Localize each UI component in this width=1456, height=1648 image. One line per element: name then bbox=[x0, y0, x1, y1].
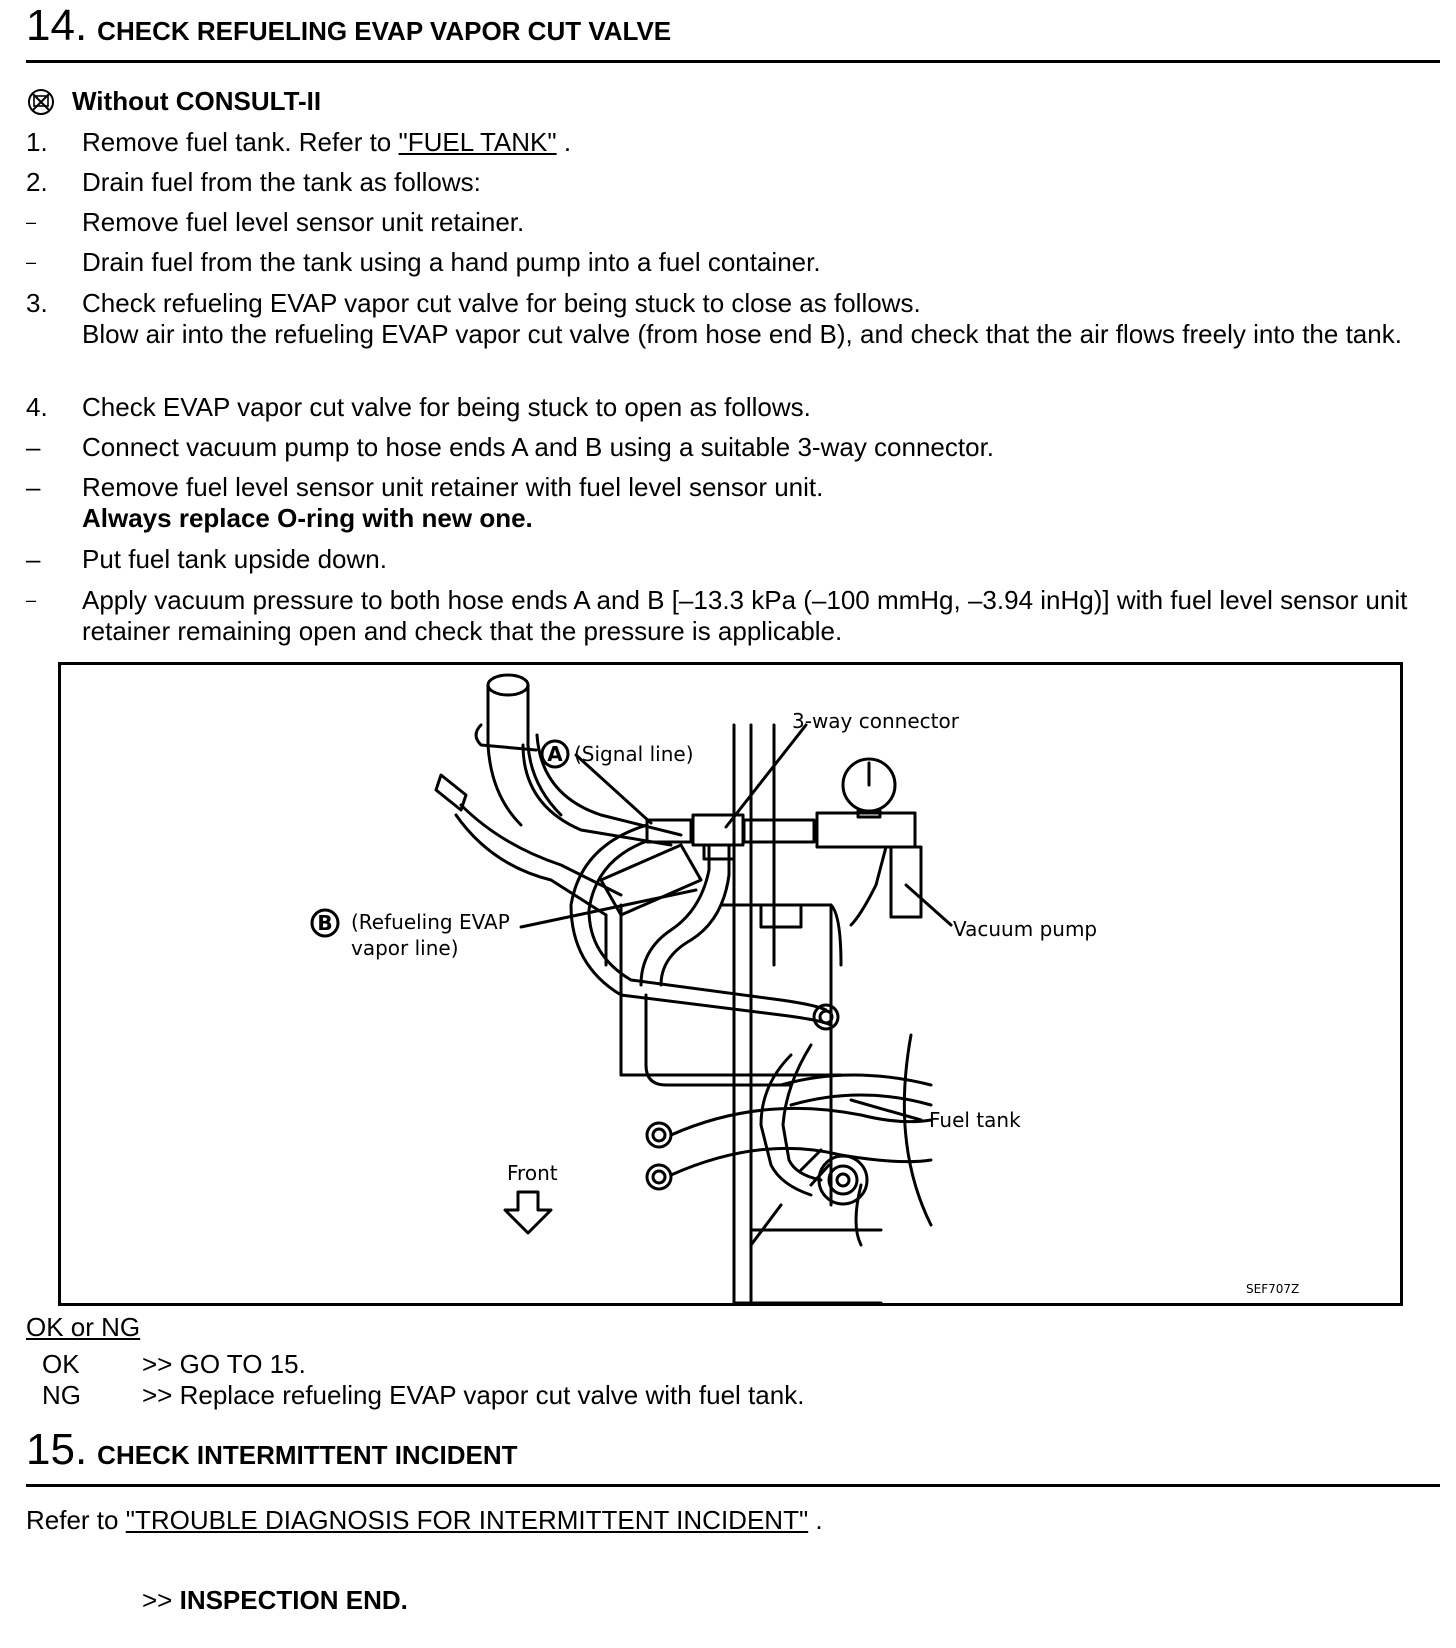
step-number: 14. bbox=[26, 1, 88, 50]
list-item: 2. Drain fuel from the tank as follows: bbox=[26, 167, 1440, 198]
result-ng-row: NG >> Replace refueling EVAP vapor cut v… bbox=[42, 1380, 804, 1411]
label-refueling-evap-line1: (Refueling EVAP bbox=[351, 910, 510, 934]
caution-text: Always replace O-ring with new one. bbox=[82, 503, 533, 533]
inspection-end: >> INSPECTION END. bbox=[142, 1585, 408, 1616]
item-marker: 2. bbox=[26, 167, 48, 197]
intermittent-incident-link[interactable]: "TROUBLE DIAGNOSIS FOR INTERMITTENT INCI… bbox=[125, 1505, 809, 1535]
item-marker: – bbox=[26, 212, 37, 232]
list-item: 3. Check refueling EVAP vapor cut valve … bbox=[26, 288, 1440, 350]
list-item: 1. Remove fuel tank. Refer to "FUEL TANK… bbox=[26, 127, 1440, 158]
item-text: Check EVAP vapor cut valve for being stu… bbox=[82, 392, 811, 422]
refer-line: Refer to "TROUBLE DIAGNOSIS FOR INTERMIT… bbox=[26, 1505, 823, 1536]
item-text-part: . bbox=[556, 127, 572, 157]
item-marker: 4. bbox=[26, 392, 48, 422]
item-text: Drain fuel from the tank as follows: bbox=[82, 167, 481, 197]
item-marker: 1. bbox=[26, 127, 48, 157]
label-signal-line: (Signal line) bbox=[574, 742, 694, 766]
mode-heading: Without CONSULT-II bbox=[26, 86, 321, 117]
figure-code: SEF707Z bbox=[1246, 1282, 1299, 1296]
vacuum-test-diagram: A B (Signal line) 3-way connector (Refue… bbox=[58, 662, 1403, 1306]
list-item: 4. Check EVAP vapor cut valve for being … bbox=[26, 392, 1440, 423]
label-a-marker: A bbox=[540, 739, 570, 769]
label-a-letter: A bbox=[547, 742, 563, 766]
no-consult-icon bbox=[28, 88, 54, 115]
list-item: – Put fuel tank upside down. bbox=[26, 544, 1440, 575]
result-heading: OK or NG bbox=[26, 1312, 141, 1342]
list-item: – Connect vacuum pump to hose ends A and… bbox=[26, 432, 1440, 463]
list-item: – Remove fuel level sensor unit retainer… bbox=[26, 472, 1440, 534]
refer-text: . bbox=[808, 1505, 823, 1535]
result-ng-label: NG bbox=[42, 1380, 81, 1410]
list-item: – Remove fuel level sensor unit retainer… bbox=[26, 207, 1440, 238]
item-text-line: Check refueling EVAP vapor cut valve for… bbox=[82, 288, 921, 318]
label-3-way-connector: 3-way connector bbox=[792, 709, 960, 733]
refer-text: Refer to bbox=[26, 1505, 126, 1535]
label-fuel-tank: Fuel tank bbox=[929, 1108, 1021, 1132]
label-b-marker: B bbox=[310, 908, 340, 938]
item-marker: – bbox=[26, 544, 41, 574]
list-item: – Drain fuel from the tank using a hand … bbox=[26, 247, 1440, 278]
item-marker: – bbox=[26, 472, 41, 502]
step-15-header: 15. CHECK INTERMITTENT INCIDENT bbox=[26, 1428, 518, 1476]
result-ok-row: OK >> GO TO 15. bbox=[42, 1349, 306, 1380]
item-text-part: Remove fuel tank. Refer to bbox=[82, 127, 399, 157]
step-title: CHECK REFUELING EVAP VAPOR CUT VALVE bbox=[97, 16, 672, 46]
item-text: Connect vacuum pump to hose ends A and B… bbox=[82, 432, 995, 462]
item-marker: – bbox=[26, 432, 41, 462]
mode-heading-text: Without CONSULT-II bbox=[72, 86, 322, 116]
diagram-illustration: A B (Signal line) 3-way connector (Refue… bbox=[310, 673, 1299, 1303]
item-text: Drain fuel from the tank using a hand pu… bbox=[82, 247, 821, 277]
item-marker: – bbox=[26, 252, 37, 272]
item-text: Check refueling EVAP vapor cut valve for… bbox=[82, 288, 1440, 350]
divider bbox=[26, 1484, 1440, 1487]
end-prefix: >> bbox=[142, 1585, 180, 1615]
result-ok-text: >> GO TO 15. bbox=[142, 1349, 306, 1379]
label-refueling-evap-line2: vapor line) bbox=[351, 936, 459, 960]
divider bbox=[26, 60, 1440, 63]
item-marker: 3. bbox=[26, 288, 48, 318]
step-title: CHECK INTERMITTENT INCIDENT bbox=[97, 1440, 518, 1470]
result-ng-text: >> Replace refueling EVAP vapor cut valv… bbox=[142, 1380, 805, 1410]
item-text: Apply vacuum pressure to both hose ends … bbox=[82, 585, 1408, 646]
item-text: Remove fuel level sensor unit retainer. bbox=[82, 207, 525, 237]
label-front: Front bbox=[507, 1161, 558, 1185]
fuel-tank-link[interactable]: "FUEL TANK" bbox=[398, 127, 557, 157]
item-text: Put fuel tank upside down. bbox=[82, 544, 387, 574]
item-text: Remove fuel tank. Refer to "FUEL TANK" . bbox=[82, 127, 1440, 158]
step-14-header: 14. CHECK REFUELING EVAP VAPOR CUT VALVE bbox=[26, 4, 671, 52]
item-marker: – bbox=[26, 590, 37, 610]
list-item: – Apply vacuum pressure to both hose end… bbox=[26, 585, 1440, 647]
end-text: INSPECTION END. bbox=[179, 1585, 408, 1615]
label-vacuum-pump: Vacuum pump bbox=[953, 917, 1097, 941]
item-text-line: Blow air into the refueling EVAP vapor c… bbox=[82, 319, 1402, 349]
item-text: Remove fuel level sensor unit retainer w… bbox=[82, 472, 1440, 534]
step-number: 15. bbox=[26, 1425, 88, 1474]
label-b-letter: B bbox=[317, 911, 332, 935]
result-ok-label: OK bbox=[42, 1349, 80, 1379]
item-text-line: Remove fuel level sensor unit retainer w… bbox=[82, 472, 824, 502]
